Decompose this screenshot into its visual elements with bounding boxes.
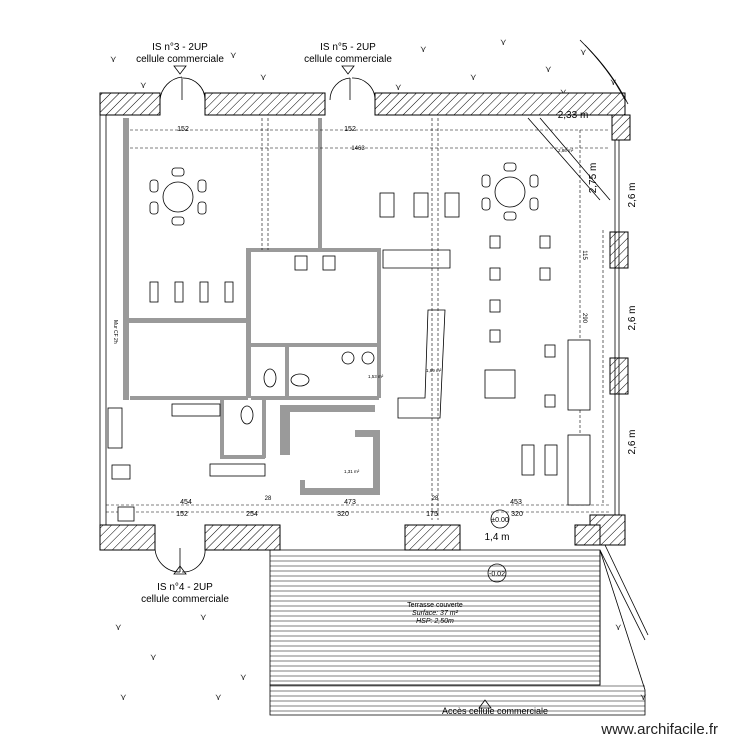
marker-is5	[341, 65, 355, 75]
table	[484, 369, 516, 399]
is3-title: IS n°3 - 2UP	[152, 42, 208, 53]
table	[489, 235, 501, 249]
svg-text:⋎: ⋎	[395, 83, 402, 93]
is3-subtitle: cellule commerciale	[136, 54, 224, 65]
dim-454: 454	[180, 499, 192, 506]
area-label-4: 1,31 m²	[344, 469, 360, 474]
is5-title: IS n°5 - 2UP	[320, 42, 376, 53]
terrace-surface: Surface: 37 m²	[412, 610, 459, 617]
table	[444, 192, 460, 218]
svg-text:⋎: ⋎	[615, 623, 622, 633]
entrance-doors-bottom	[154, 547, 206, 573]
structure-axes	[106, 117, 611, 520]
dim-28-b: 28	[432, 496, 439, 502]
round-table-right	[481, 162, 539, 221]
dim-1-4: 1,4 m	[484, 532, 509, 543]
svg-text:⋎: ⋎	[200, 613, 207, 623]
table	[521, 444, 535, 476]
dim-28-a: 28	[265, 496, 272, 502]
terrace-title: Terrasse couverte	[407, 602, 463, 609]
dim-2-6-b: 2,6 m	[627, 305, 638, 330]
dim-152-top-mid: 152	[344, 126, 356, 133]
entrance-doors-top	[159, 76, 376, 101]
dim-2-75: 2,75 m	[588, 163, 599, 194]
bar-counter	[382, 249, 451, 419]
dim-2-6-c: 2,6 m	[627, 429, 638, 454]
wall-note: Mur CF 2h	[112, 320, 118, 344]
table	[539, 235, 551, 249]
svg-text:⋎: ⋎	[580, 48, 587, 58]
access-label: Accès cellule commerciale	[442, 706, 548, 716]
table	[544, 444, 558, 476]
is4-title: IS n°4 - 2UP	[157, 582, 213, 593]
table	[224, 281, 234, 303]
is4-subtitle: cellule commerciale	[141, 594, 229, 605]
dim-473: 473	[344, 499, 356, 506]
interior-partitions	[123, 118, 381, 495]
dim-2-6-a: 2,6 m	[627, 182, 638, 207]
svg-text:⋎: ⋎	[140, 81, 147, 91]
bench	[567, 434, 591, 506]
svg-text:⋎: ⋎	[115, 623, 122, 633]
table	[489, 299, 501, 313]
svg-text:⋎: ⋎	[610, 78, 617, 88]
svg-text:⋎: ⋎	[545, 65, 552, 75]
dim-152-bottom: 152	[176, 511, 188, 518]
is5-subtitle: cellule commerciale	[304, 54, 392, 65]
dim-115: 115	[581, 250, 587, 260]
svg-text:⋎: ⋎	[110, 55, 117, 65]
table	[489, 267, 501, 281]
table	[413, 192, 429, 218]
table	[379, 192, 395, 218]
svg-text:⋎: ⋎	[240, 673, 247, 683]
table	[489, 329, 501, 343]
site-watermark: www.archifacile.fr	[601, 721, 718, 738]
svg-text:⋎: ⋎	[215, 693, 222, 703]
dim-320-b: 320	[511, 511, 523, 518]
table	[149, 281, 159, 303]
level-bottom-text: -0.02	[489, 571, 505, 578]
covered-terrace	[269, 544, 649, 716]
area-label-1: 2,86 m²	[558, 148, 574, 153]
svg-text:⋎: ⋎	[230, 51, 237, 61]
dim-453: 453	[510, 499, 522, 506]
outer-walls	[99, 39, 631, 551]
svg-text:⋎: ⋎	[120, 693, 127, 703]
svg-text:⋎: ⋎	[640, 693, 647, 703]
level-top-text: ±0.00	[491, 517, 509, 524]
table	[539, 267, 551, 281]
marker-access	[478, 699, 492, 709]
dim-175: 175	[426, 511, 438, 518]
bench	[567, 339, 591, 411]
marker-is3	[173, 65, 187, 75]
area-label-2: 1,53 m²	[368, 374, 384, 379]
level-marker-bottom: -0.02	[487, 563, 507, 583]
terrace-hsp: HSP: 2,50m	[416, 618, 454, 625]
dim-2-33: 2,33 m	[558, 110, 589, 121]
dim-320-a: 320	[337, 511, 349, 518]
dim-1463: 1463	[351, 146, 365, 152]
area-label-3: 1,89 m²	[426, 368, 442, 373]
sanitary-fixtures	[107, 255, 375, 522]
dim-290: 290	[581, 313, 587, 324]
svg-text:⋎: ⋎	[150, 653, 157, 663]
table	[544, 394, 556, 408]
table	[199, 281, 209, 303]
svg-text:⋎: ⋎	[260, 73, 267, 83]
dim-254: 254	[246, 511, 258, 518]
rectangular-tables	[149, 192, 591, 506]
round-table-left	[149, 167, 207, 226]
table	[174, 281, 184, 303]
marker-is4	[173, 565, 187, 575]
dim-152-top-left: 152	[177, 126, 189, 133]
level-marker-top: ±0.00	[490, 509, 510, 529]
landscape-texture: ⋎⋎ ⋎⋎ ⋎⋎ ⋎⋎ ⋎⋎ ⋎⋎ ⋎⋎ ⋎⋎ ⋎⋎ ⋎⋎	[110, 38, 647, 703]
svg-text:⋎: ⋎	[420, 45, 427, 55]
svg-text:⋎: ⋎	[500, 38, 507, 48]
table	[544, 344, 556, 358]
svg-text:⋎: ⋎	[470, 73, 477, 83]
